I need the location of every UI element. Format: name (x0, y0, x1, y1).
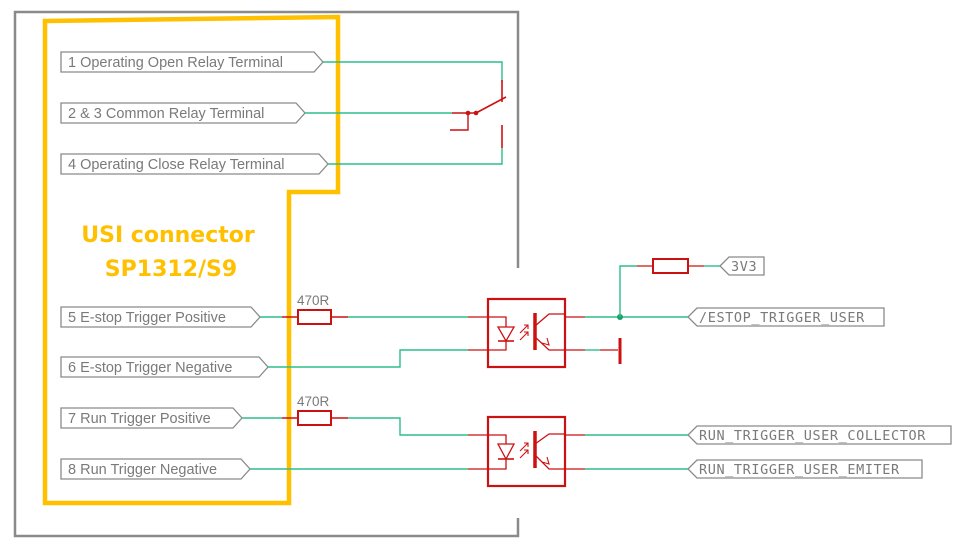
pin-6-port[interactable]: 6 E-stop Trigger Negative (60, 356, 269, 378)
svg-text:/ESTOP_TRIGGER_USER: /ESTOP_TRIGGER_USER (699, 310, 865, 326)
pin-2-3-port[interactable]: 2 & 3 Common Relay Terminal (60, 102, 306, 124)
pin-8-label: 8 Run Trigger Negative (68, 462, 217, 478)
net-label-run-emitter[interactable]: RUN_TRIGGER_USER_EMITER (687, 459, 923, 479)
connector-highlight-outline (42, 14, 341, 506)
estop-optocoupler (468, 297, 567, 369)
resistor-run-value: 470R (297, 394, 330, 409)
pin-1-port[interactable]: 1 Operating Open Relay Terminal (60, 51, 324, 73)
resistor-estop-value: 470R (297, 293, 330, 308)
pin-5-port[interactable]: 5 E-stop Trigger Positive (60, 306, 261, 328)
svg-text:RUN_TRIGGER_USER_COLLECTOR: RUN_TRIGGER_USER_COLLECTOR (699, 428, 926, 444)
net-label-estop-trigger-user[interactable]: /ESTOP_TRIGGER_USER (687, 307, 885, 327)
wire-pin1-relay (323, 61, 503, 82)
connector-title-line2: SP1312/S9 (105, 257, 237, 282)
pin-1-label: 1 Operating Open Relay Terminal (68, 55, 283, 71)
pin-8-port[interactable]: 8 Run Trigger Negative (60, 458, 251, 480)
pin-2-3-label: 2 & 3 Common Relay Terminal (68, 106, 264, 122)
pin-5-label: 5 E-stop Trigger Positive (68, 310, 226, 326)
wire-pullup (619, 265, 637, 317)
pin-4-port[interactable]: 4 Operating Close Relay Terminal (60, 153, 329, 175)
pin-4-label: 4 Operating Close Relay Terminal (68, 157, 285, 173)
net-label-run-collector[interactable]: RUN_TRIGGER_USER_COLLECTOR (687, 425, 952, 445)
wire-pin4-relay (328, 148, 503, 165)
wire-resistor-run-opto (348, 417, 468, 436)
resistor-estop (297, 309, 332, 325)
relay-switch (450, 80, 507, 148)
wire-pin6 (268, 349, 468, 368)
run-optocoupler (468, 415, 567, 488)
resistor-pullup (652, 258, 689, 274)
pin-7-label: 7 Run Trigger Positive (68, 411, 211, 427)
net-label-3v3[interactable]: 3V3 (719, 256, 765, 276)
svg-text:3V3: 3V3 (731, 259, 757, 275)
schematic-frame (13, 10, 520, 538)
pin-6-label: 6 E-stop Trigger Negative (68, 360, 232, 376)
resistor-run (297, 410, 332, 426)
connector-title-line1: USI connector (81, 223, 255, 248)
pin-7-port[interactable]: 7 Run Trigger Positive (60, 407, 243, 429)
svg-text:RUN_TRIGGER_USER_EMITER: RUN_TRIGGER_USER_EMITER (699, 462, 900, 478)
